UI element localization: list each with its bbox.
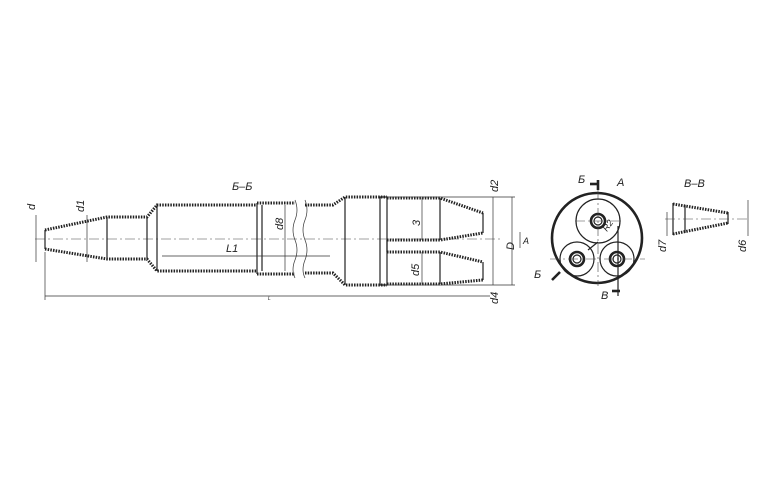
label-d1: d1 xyxy=(75,200,87,212)
label-d6: d6 xyxy=(737,239,749,252)
nozzle-upper-top xyxy=(387,196,484,215)
cone-wall-top xyxy=(672,202,729,215)
cut-mark-b-bottom xyxy=(551,271,561,281)
label-A-arrow: A xyxy=(522,236,529,246)
cone-wall-bottom xyxy=(672,221,729,236)
label-d7: d7 xyxy=(657,239,669,252)
body-wall-top xyxy=(305,195,387,207)
label-d: d xyxy=(26,203,38,210)
label-L: L xyxy=(268,296,271,302)
label-D: D xyxy=(505,242,517,250)
label-3: 3 xyxy=(411,219,423,226)
break-line xyxy=(302,199,308,279)
label-cut-b-top: Б xyxy=(578,174,585,186)
nozzle-lower-top xyxy=(387,250,484,264)
section-v-title: В–В xyxy=(684,178,705,190)
label-cut-v-bottom: В xyxy=(601,290,608,302)
body-wall-bottom xyxy=(305,271,387,287)
section-title: Б–Б xyxy=(232,181,252,193)
nozzle-lower-bottom xyxy=(387,278,484,286)
label-d2: d2 xyxy=(489,180,501,192)
label-d5: d5 xyxy=(410,263,422,276)
label-L1: L1 xyxy=(226,243,238,255)
section-v-view: В–В d7 d6 xyxy=(657,178,750,252)
radius-line xyxy=(587,241,599,251)
flange xyxy=(379,196,388,286)
main-section-view: Б–Б d d1 L1 d8 3 d5 d2 D A d4 L xyxy=(26,180,529,304)
label-radius: R2 xyxy=(600,218,615,233)
break-line xyxy=(292,199,298,279)
outer-circle xyxy=(550,191,644,285)
label-d4: d4 xyxy=(489,292,501,304)
label-cut-b-bottom: Б xyxy=(534,269,541,281)
view-a: Б A Б В R2 xyxy=(534,174,645,302)
label-d8: d8 xyxy=(274,217,286,230)
view-a-title: A xyxy=(616,177,624,189)
nozzle-upper-bottom xyxy=(387,231,484,242)
